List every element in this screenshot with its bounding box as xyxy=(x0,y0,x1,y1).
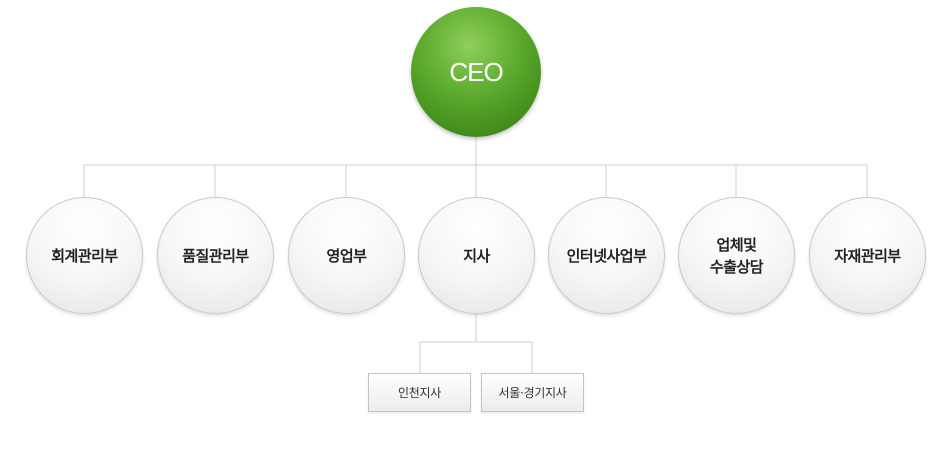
dept-node-quality: 품질관리부 xyxy=(157,197,274,314)
branch-label: 서울·경기지사 xyxy=(498,386,567,400)
ceo-label: CEO xyxy=(449,56,503,87)
dept-label: 품질관리부 xyxy=(182,246,249,265)
ceo-node: CEO xyxy=(411,7,541,137)
dept-node-internet: 인터넷사업부 xyxy=(548,197,665,314)
dept-label: 영업부 xyxy=(326,246,367,265)
dept-label: 지사 xyxy=(463,246,490,265)
dept-node-export: 업체및 수출상담 xyxy=(678,197,795,314)
dept-node-branch: 지사 xyxy=(418,197,535,314)
branch-label: 인천지사 xyxy=(398,386,441,400)
dept-label: 자재관리부 xyxy=(834,246,901,265)
dept-label: 업체및 수출상담 xyxy=(709,235,764,276)
dept-node-materials: 자재관리부 xyxy=(809,197,926,314)
dept-node-sales: 영업부 xyxy=(288,197,405,314)
dept-label: 인터넷사업부 xyxy=(566,246,647,265)
dept-node-accounting: 회계관리부 xyxy=(26,197,143,314)
dept-label: 회계관리부 xyxy=(51,246,118,265)
branch-node-incheon: 인천지사 xyxy=(368,373,471,412)
branch-node-seoul-gyeonggi: 서울·경기지사 xyxy=(481,373,584,412)
